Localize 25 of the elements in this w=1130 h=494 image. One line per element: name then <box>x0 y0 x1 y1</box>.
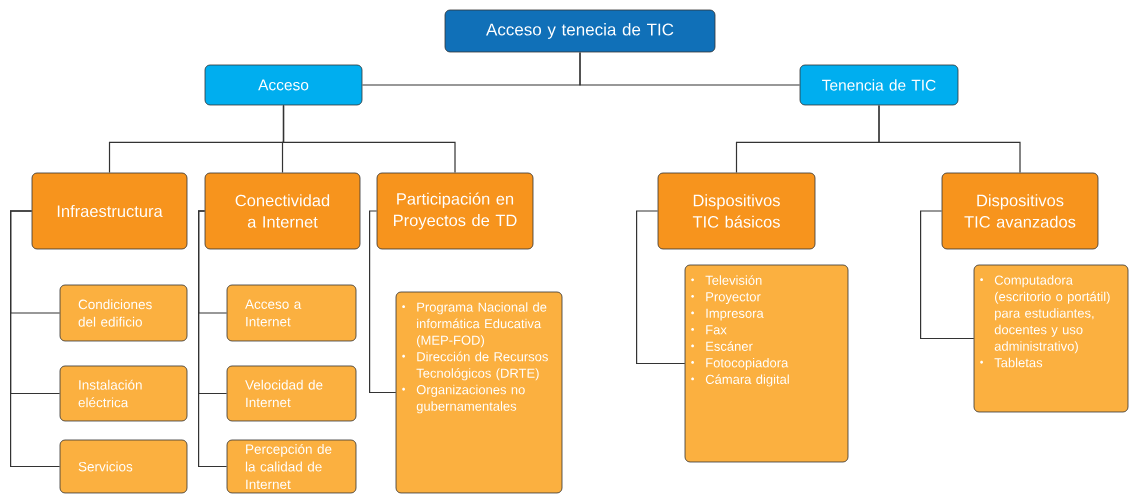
item-box: Servicios <box>59 439 188 494</box>
connector-line <box>878 104 1021 174</box>
category-box: Infraestructura <box>31 172 188 250</box>
item-box: Instalación eléctrica <box>59 365 188 422</box>
category-box: Tenencia de TIC <box>799 64 959 106</box>
connector-line <box>198 210 228 468</box>
item-box: Acceso a Internet <box>226 284 357 342</box>
item-box: Percepción de la calidad de Internet <box>226 439 357 494</box>
connector-line <box>10 210 61 468</box>
item-box: Velocidad de Internet <box>226 365 357 422</box>
list-box: Programa Nacional de informática Educativa (MEP-FOD) Dirección de Recursos Tecnológicos (DRTE) Organizaciones no gubernamentales <box>395 291 563 494</box>
connector-line <box>636 210 686 365</box>
list-box: Computadora (escritorio o portátil) para estudiantes, docentes y uso administrativo) Tabletas <box>973 264 1129 413</box>
category-box: Acceso <box>204 64 363 106</box>
category-box: Dispositivos TIC avanzados <box>941 172 1099 250</box>
connector-line <box>579 51 801 86</box>
connector-line <box>920 210 975 340</box>
category-box: Conectividad a Internet <box>204 172 361 250</box>
connector-line <box>282 104 456 174</box>
category-box: Participación en Proyectos de TD <box>376 172 534 250</box>
item-box: Condiciones del edificio <box>59 284 188 342</box>
connector-line <box>369 210 397 394</box>
main-box: Acceso y tenecia de TIC <box>444 9 716 53</box>
list-box: Televisión Proyector Impresora Fax Escáner Fotocopiadora Cámara digital <box>684 264 849 463</box>
category-box: Dispositivos TIC básicos <box>657 172 816 250</box>
